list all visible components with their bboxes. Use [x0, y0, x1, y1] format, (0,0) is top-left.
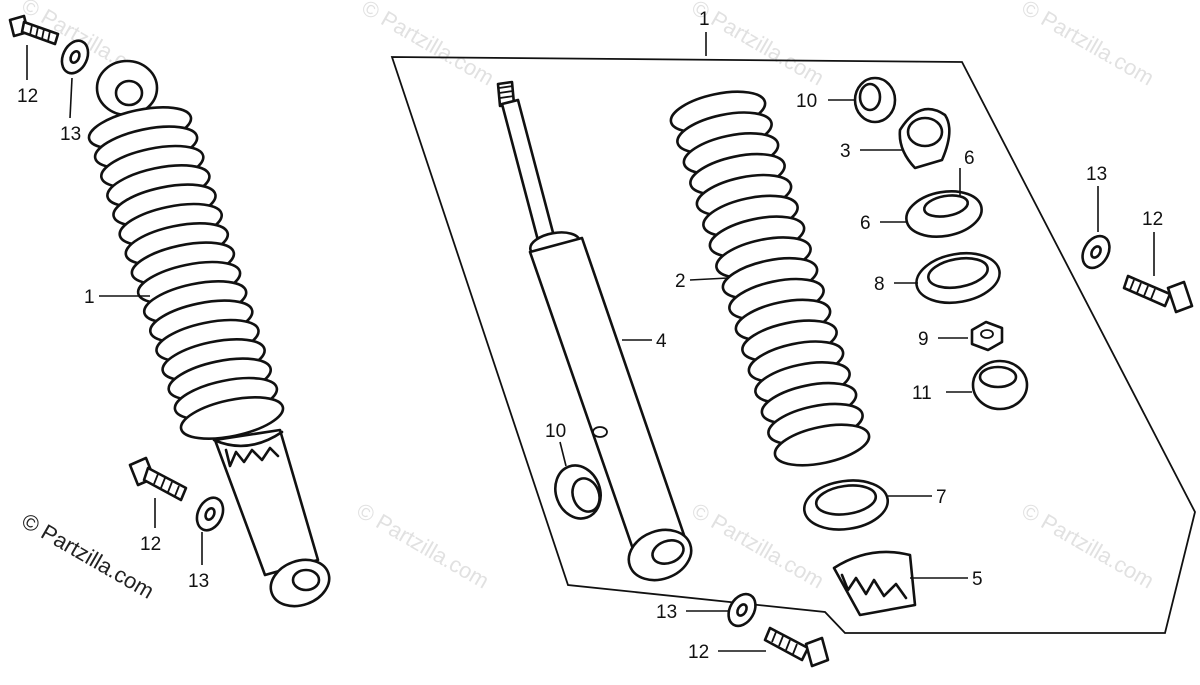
spring-seat — [905, 190, 983, 238]
callout-washer-mid-left: 13 — [188, 571, 209, 592]
callout-bolt-right: 12 — [1142, 209, 1163, 230]
callout-spring-seat-a: 6 — [964, 148, 975, 169]
callout-lower-seat: 7 — [936, 487, 947, 508]
bushing-lower — [554, 464, 602, 520]
exploded-view-frame — [390, 56, 1196, 634]
lower-body — [213, 428, 320, 577]
leader-lines — [26, 32, 1155, 652]
rubber-bushing — [971, 359, 1029, 411]
washer-top-left — [60, 39, 90, 75]
callout-washer-right: 13 — [1086, 164, 1107, 185]
bushing-top — [853, 76, 897, 124]
callout-damper: 4 — [656, 331, 667, 352]
callout-spring-guide: 5 — [972, 569, 983, 590]
watermark: © Partzilla.com — [1018, 0, 1159, 90]
lower-seat — [802, 479, 890, 531]
callout-rubber-bushing: 11 — [912, 383, 932, 404]
bolt-bottom — [763, 626, 830, 668]
callout-assembly-left: 1 — [84, 287, 95, 308]
washer-bottom — [727, 592, 757, 628]
damper — [496, 80, 693, 582]
callout-upper-joint: 3 — [840, 141, 851, 162]
callout-bushing-top: 10 — [796, 91, 817, 112]
washer-mid-left — [195, 496, 225, 532]
callout-assembly-top: 1 — [699, 9, 710, 30]
spring-coil — [773, 423, 871, 467]
callout-spring-seat-b: 6 — [860, 213, 871, 234]
callout-bolt-top-left: 12 — [17, 86, 38, 107]
bolt-mid-left — [128, 456, 188, 502]
assembled-shock — [87, 59, 331, 608]
watermark: © Partzilla.com — [1018, 498, 1159, 594]
washer-right — [1081, 234, 1111, 270]
spring-guide — [832, 550, 917, 617]
upper-joint — [898, 107, 951, 170]
watermark: © Partzilla.com — [358, 0, 499, 90]
callout-washer-top-left: 13 — [60, 124, 81, 145]
watermark: © Partzilla.com — [353, 498, 494, 594]
callout-bolt-bottom: 12 — [688, 642, 709, 663]
callout-bolt-mid-left: 12 — [140, 534, 161, 555]
coil-spring — [669, 90, 871, 467]
callout-washer-bottom: 13 — [656, 602, 677, 623]
assembled-coil-spring — [87, 106, 285, 440]
upper-seat — [915, 251, 1001, 305]
callout-bushing-lower: 10 — [545, 421, 566, 442]
callout-upper-seat: 8 — [874, 274, 885, 295]
callout-nut: 9 — [918, 329, 929, 350]
callout-labels: 1 1 2 3 4 5 6 6 7 8 9 10 10 11 12 13 12 … — [17, 9, 1163, 663]
bolt-right — [1122, 274, 1194, 314]
bolt-top-left — [8, 14, 60, 46]
callout-spring: 2 — [675, 271, 686, 292]
nut — [970, 320, 1004, 352]
